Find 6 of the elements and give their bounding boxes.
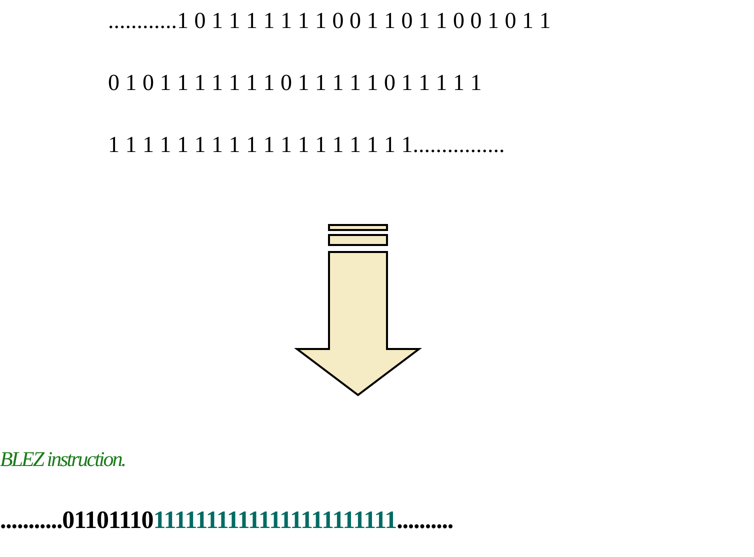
- decoded-bit-stream: ...........0110111011111111111111111111111..........: [0, 507, 454, 535]
- bit-row: 0 1 0 1 1 1 1 1 1 1 0 1 1 1 1 1 0 1 1 1 1 1: [108, 70, 482, 96]
- bit-row: ............1 0 1 1 1 1 1 1 1 0 0 1 1 0 1 1 0 0 1 0 1 1: [108, 8, 551, 34]
- instruction-heading: BLEZ instruction.: [0, 447, 126, 471]
- block-arrow: [294, 224, 422, 396]
- bit-row: 1 1 1 1 1 1 1 1 1 1 1 1 1 1 1 1 1 1................: [108, 132, 505, 158]
